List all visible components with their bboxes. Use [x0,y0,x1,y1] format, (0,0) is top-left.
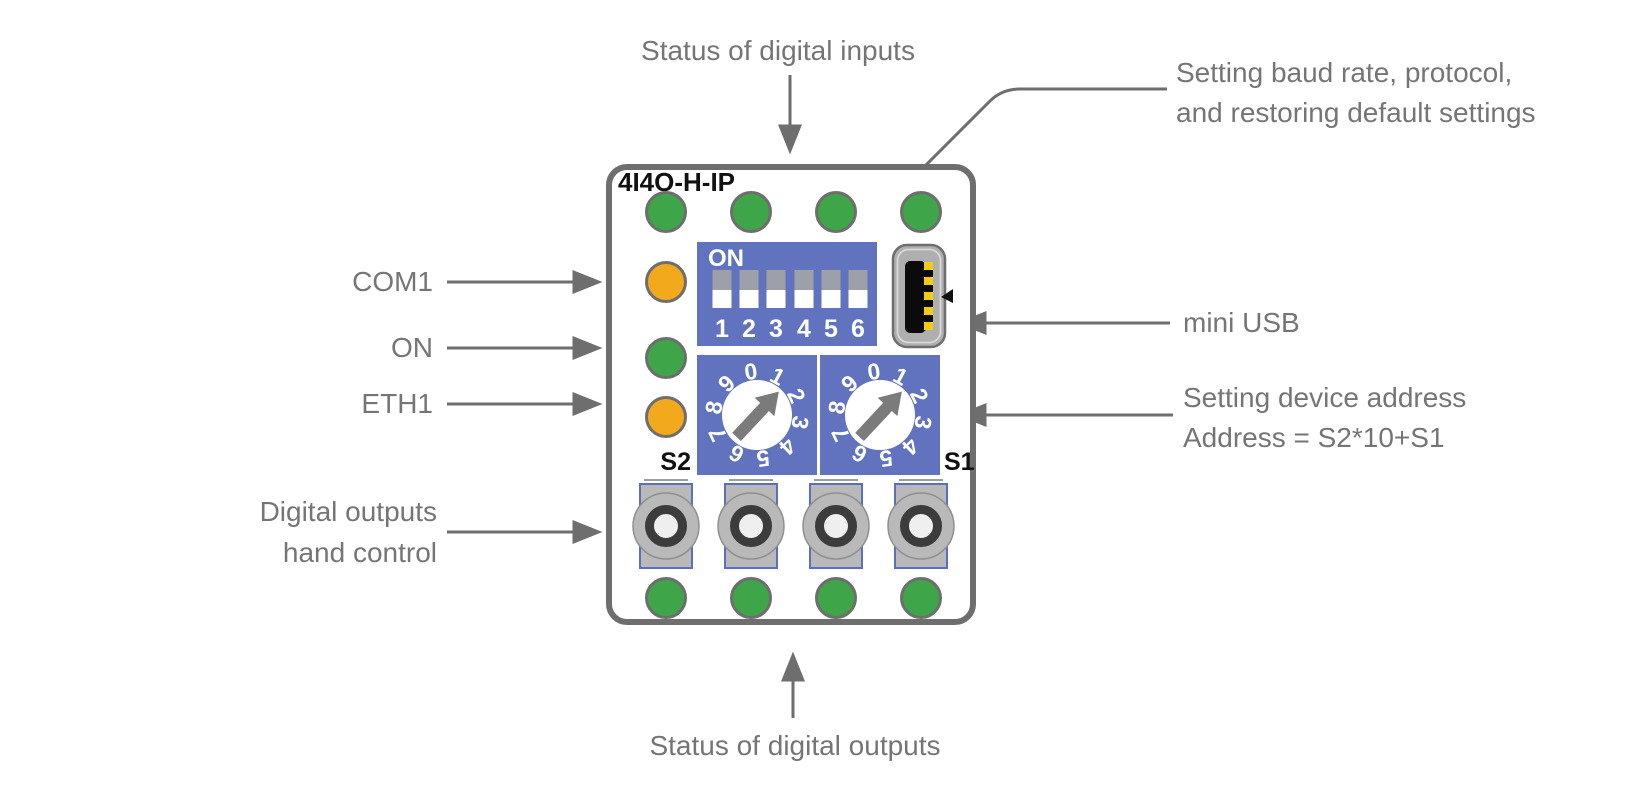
rotary-digit: 0 [866,358,882,386]
rotary-knob-arrow [732,391,779,442]
usb-pin [924,277,933,285]
dip-number: 2 [742,315,756,343]
dip-sliders [712,270,868,308]
eth1-led [645,396,687,438]
dip-on-label: ON [708,245,744,272]
push-button-2 [717,479,785,569]
s2-label: S2 [660,448,691,476]
input-led-2 [730,191,772,233]
output-led-2 [730,577,772,619]
annotation-hand-line2: hand control [283,537,437,568]
usb-pin [924,262,933,270]
s1-label: S1 [944,448,975,476]
dip-number: 1 [715,315,729,343]
annotation-baud-line2: and restoring default settings [1176,97,1536,128]
push-button-1 [632,479,700,569]
board-title: 4I4O-H-IP [618,167,735,197]
usb-pin [924,292,933,300]
usb-pin [924,307,933,315]
dip-number: 6 [851,315,865,343]
dip-number: 3 [769,315,783,343]
usb-pins [924,262,933,330]
rotary-knob-arrow [855,391,902,442]
push-button-row [632,479,955,569]
output-led-3 [815,577,857,619]
rotary-switch-s1: 0 1 2 3 4 5 6 7 8 9 [820,355,940,475]
input-led-3 [815,191,857,233]
dip-number: 4 [797,315,811,343]
rotary-digit: 8 [700,399,728,416]
annotation-baud-line1: Setting baud rate, protocol, [1176,57,1512,88]
push-button-3 [802,479,870,569]
dip-switch-block: ON 1 2 3 4 5 6 [697,242,877,346]
on-led [645,337,687,379]
output-led-4 [900,577,942,619]
annotation-com1: COM1 [352,266,433,297]
annotation-addr-line1: Setting device address [1183,382,1466,413]
dip-slider [712,270,732,308]
usb-notch-marker [941,289,953,303]
annotation-mini-usb: mini USB [1183,307,1300,338]
dip-slider [794,270,814,308]
com1-led [645,261,687,303]
annotation-addr-line2: Address = S2*10+S1 [1183,422,1445,453]
dip-number: 5 [824,315,838,343]
input-led-row [645,191,942,233]
input-led-4 [900,191,942,233]
rotary-digit: 5 [878,445,894,473]
rotary-digit: 8 [823,399,851,416]
output-led-row [645,577,942,619]
dip-slider [848,270,868,308]
annotation-on: ON [391,332,433,363]
usb-pin [924,322,933,330]
dip-slider [739,270,759,308]
annotation-status-digital-outputs: Status of digital outputs [649,730,940,761]
annotation-status-digital-inputs: Status of digital inputs [641,35,915,66]
rotary-digit: 5 [755,445,771,473]
dip-slider [821,270,841,308]
annotation-hand-line1: Digital outputs [260,496,437,527]
dip-slider [766,270,786,308]
rotary-digit: 3 [786,414,814,431]
arrow-baud-leader [862,87,1167,229]
rotary-digit: 0 [743,358,759,386]
mini-usb-connector [891,243,953,349]
output-led-1 [645,577,687,619]
usb-housing-highlight [896,248,942,344]
rotary-digit: 3 [909,414,937,431]
annotation-eth1: ETH1 [361,388,433,419]
input-led-1 [645,191,687,233]
rotary-switch-s2: 0 1 2 3 4 5 6 7 8 9 [697,355,817,475]
push-button-4 [887,479,955,569]
